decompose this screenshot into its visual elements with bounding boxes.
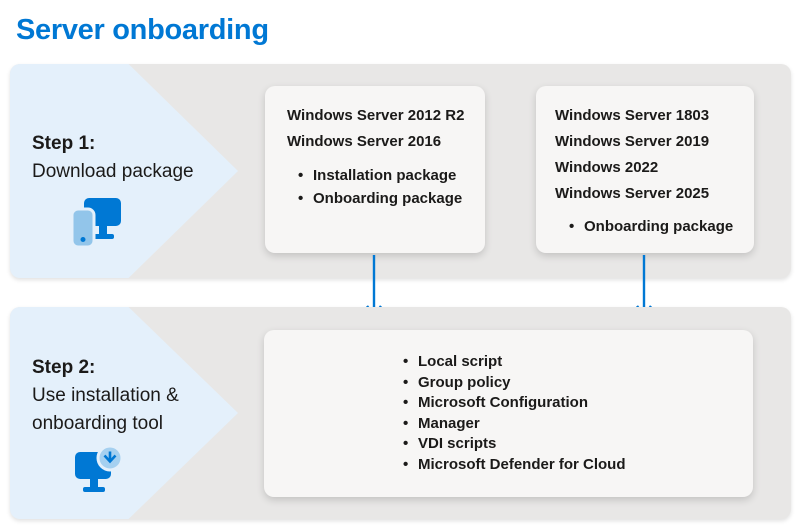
card-deployment-tools: Local script Group policy Microsoft Conf… [264,330,753,497]
package-list: Onboarding package [569,215,754,238]
os-name: Windows 2022 [555,159,659,176]
list-item: Microsoft Configuration [403,393,753,414]
step2-description-line2: onboarding tool [32,413,163,434]
step1-description: Download package [32,161,194,182]
list-item: Manager [403,414,753,435]
list-item: Onboarding package [569,215,754,238]
tool-list: Local script Group policy Microsoft Conf… [403,352,753,475]
card-server-1803-2025: Windows Server 1803 Windows Server 2019 … [536,86,754,253]
os-name: Windows Server 1803 [555,107,710,124]
list-item: Installation package [298,164,485,187]
os-name: Windows Server 2025 [555,185,710,202]
list-item: Microsoft Defender for Cloud [403,455,753,476]
step2-text: Step 2: Use installation & onboarding to… [32,354,179,438]
os-name: Windows Server 2016 [287,133,442,150]
list-item: Local script [403,352,753,373]
list-item: VDI scripts [403,434,753,455]
card-server-2012-2016: Windows Server 2012 R2 Windows Server 20… [265,86,485,253]
devices-icon [70,198,121,249]
step2-label: Step 2: [32,357,96,378]
monitor-download-icon [75,446,123,492]
list-item: Group policy [403,373,753,394]
step2-description-line1: Use installation & [32,385,179,406]
os-name: Windows Server 2012 R2 [287,107,465,124]
os-name: Windows Server 2019 [555,133,710,150]
list-item: Onboarding package [298,187,485,210]
step1-text: Step 1: Download package [32,130,194,186]
step1-label: Step 1: [32,133,96,154]
page-title: Server onboarding [16,14,269,46]
package-list: Installation package Onboarding package [298,164,485,210]
